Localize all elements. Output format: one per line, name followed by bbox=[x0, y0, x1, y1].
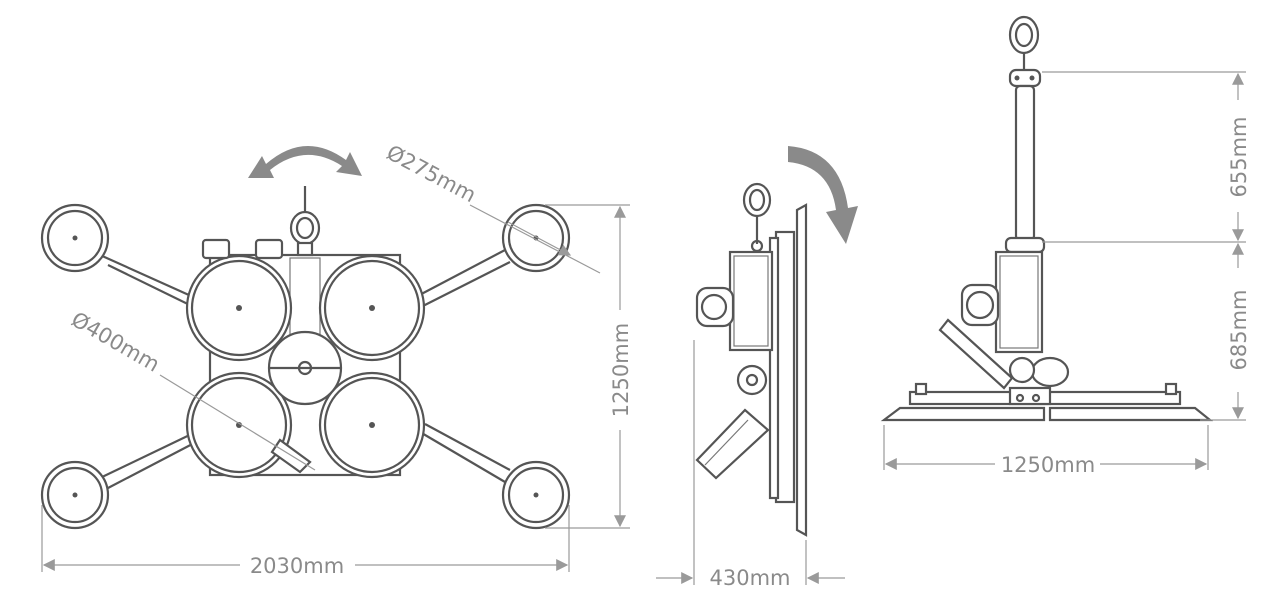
side-view: 430mm bbox=[656, 146, 858, 590]
rotation-arrow-horizontal bbox=[248, 145, 362, 178]
arm-bottom-right bbox=[419, 431, 506, 483]
front-upper-height-label: 655mm bbox=[1227, 117, 1251, 198]
side-vacuum-box bbox=[728, 250, 774, 352]
front-vacuum-box bbox=[994, 250, 1044, 354]
small-pad-bottom-left bbox=[40, 460, 110, 530]
front-pad-left bbox=[880, 406, 1046, 422]
arm-bottom-left bbox=[99, 429, 201, 479]
large-pad-top-left bbox=[185, 254, 293, 362]
lifting-hook-front-view bbox=[1008, 15, 1042, 88]
lifting-hook-side-view bbox=[742, 182, 772, 253]
side-plate bbox=[795, 203, 808, 537]
front-mast bbox=[1014, 84, 1036, 242]
large-pad-diameter-label: Ø400mm bbox=[67, 307, 163, 377]
large-pad-top-right bbox=[318, 254, 426, 362]
front-view: 1250mm 655mm 685mm bbox=[880, 15, 1251, 477]
valve-left bbox=[201, 238, 231, 260]
large-pad-bottom-left bbox=[185, 371, 293, 479]
valve-right bbox=[254, 238, 284, 260]
top-view: Ø275mm Ø400mm 2030mm 1250mm bbox=[40, 140, 633, 578]
handle-top-view bbox=[270, 438, 312, 474]
arm-top-left bbox=[99, 253, 201, 302]
front-pad-right bbox=[1048, 406, 1214, 422]
width-2030-label: 2030mm bbox=[250, 554, 344, 578]
small-pad-bottom-right bbox=[501, 460, 571, 530]
small-pad-top-right bbox=[501, 203, 571, 273]
lifting-hook-top-view bbox=[289, 186, 321, 257]
front-lower-height-label: 685mm bbox=[1227, 290, 1251, 371]
side-handle bbox=[695, 408, 770, 480]
rotation-arrow-vertical bbox=[788, 146, 858, 244]
height-1250-label: 1250mm bbox=[609, 323, 633, 417]
front-width-1250-label: 1250mm bbox=[1001, 453, 1095, 477]
small-pad-diameter-label: Ø275mm bbox=[383, 140, 480, 207]
arm-top-right bbox=[409, 249, 506, 301]
large-pad-bottom-right bbox=[318, 371, 426, 479]
small-pad-top-left bbox=[40, 203, 110, 273]
depth-430-label: 430mm bbox=[710, 566, 791, 590]
